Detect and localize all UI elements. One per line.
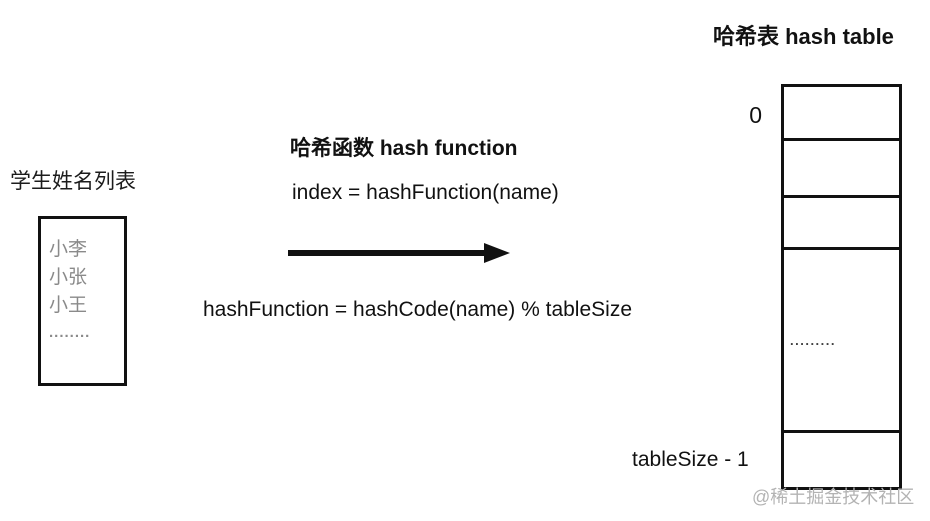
hash-code-formula: hashFunction = hashCode(name) % tableSiz… — [203, 298, 633, 321]
hash-table-cell — [784, 433, 899, 487]
student-name: 小王 — [49, 295, 88, 316]
student-list-title: 学生姓名列表 — [10, 170, 136, 193]
ellipsis-text: ......... — [790, 332, 837, 348]
student-list-box: 小李 小张 小王 ........ — [38, 216, 127, 386]
ellipsis-text: ........ — [49, 324, 91, 341]
hash-table-cell: ......... — [784, 250, 899, 433]
index-zero-label: 0 — [749, 102, 762, 128]
hash-table-cell — [784, 198, 899, 250]
hash-table-cell — [784, 141, 899, 198]
index-last-label: tableSize - 1 — [632, 448, 749, 471]
hash-table-cell — [784, 87, 899, 141]
hash-function-title: 哈希函数 hash function — [290, 137, 518, 160]
right-arrow-icon — [288, 243, 510, 263]
watermark: @稀土掘金技术社区 — [752, 487, 915, 507]
student-name: 小张 — [49, 267, 88, 288]
index-formula: index = hashFunction(name) — [292, 181, 559, 204]
student-name: 小李 — [49, 239, 88, 260]
hash-table-title: 哈希表 hash table — [713, 24, 894, 49]
hash-table: ......... — [781, 84, 902, 490]
